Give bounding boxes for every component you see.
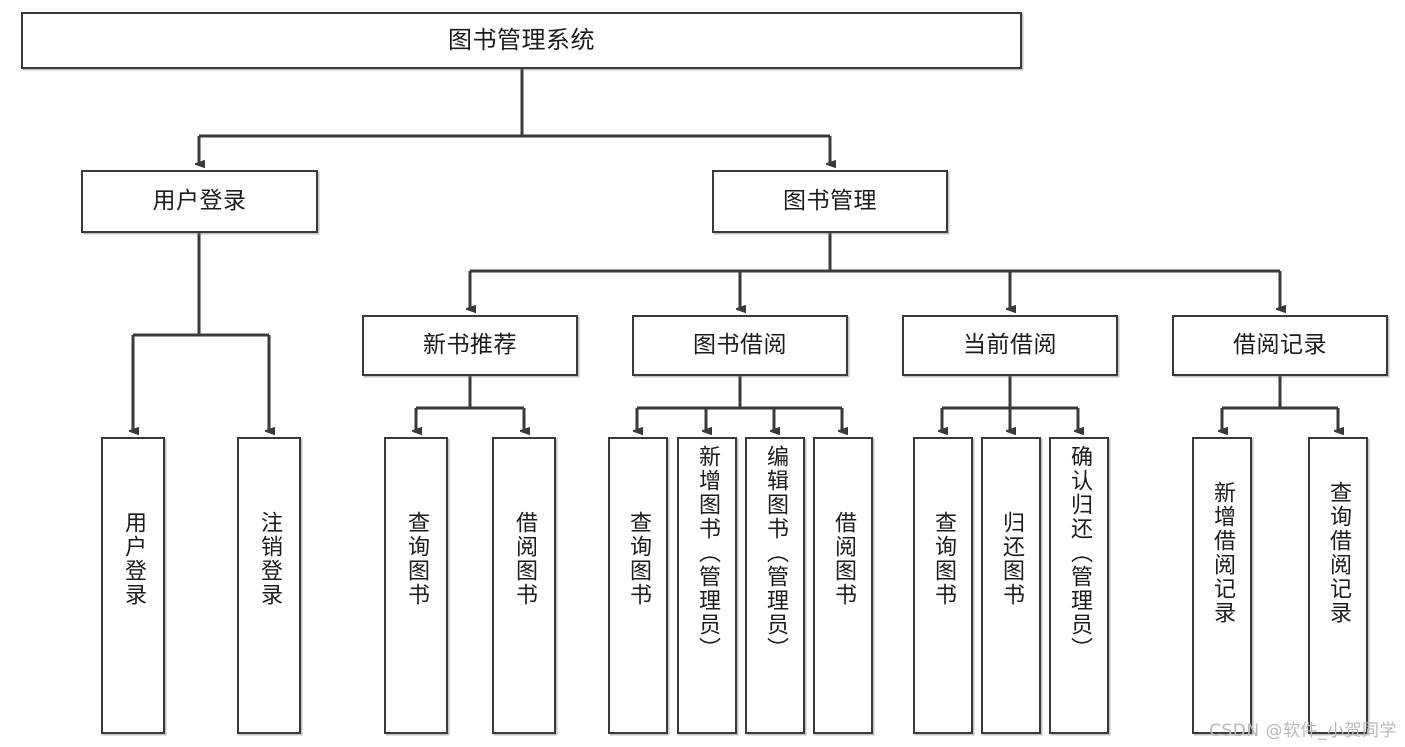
node-user-login-label: 用户登录 [152, 187, 247, 214]
node-root[interactable]: 图书管理系统 [21, 12, 1022, 69]
leaf-add-record[interactable]: 新增借阅记录 [1192, 437, 1252, 734]
leaf-query-book-1[interactable]: 查询图书 [384, 437, 448, 734]
csdn-watermark: CSDN @软件_小贺同学 [1209, 721, 1397, 741]
leaf-query-record[interactable]: 查询借阅记录 [1308, 437, 1368, 734]
node-new-book-recommend[interactable]: 新书推荐 [362, 315, 578, 376]
leaf-user-logout[interactable]: 注销登录 [237, 437, 301, 734]
leaf-borrow-book-1-label: 借阅图书 [512, 511, 537, 607]
leaf-add-book[interactable]: 新增图书（管理员） [677, 437, 737, 734]
leaf-borrow-book-2-label: 借阅图书 [831, 511, 856, 607]
leaf-query-book-2-label: 查询图书 [626, 511, 651, 607]
leaf-query-book-1-label: 查询图书 [404, 511, 429, 607]
leaf-confirm-return-label: 确认归还（管理员） [1067, 445, 1092, 661]
node-borrow-record-label: 借阅记录 [1233, 331, 1327, 358]
leaf-query-book-3[interactable]: 查询图书 [913, 437, 973, 734]
node-book-manage-label: 图书管理 [783, 187, 877, 214]
node-new-book-recommend-label: 新书推荐 [423, 331, 517, 358]
leaf-add-book-label: 新增图书（管理员） [695, 445, 720, 661]
leaf-user-login-label: 用户登录 [121, 511, 146, 607]
node-book-manage[interactable]: 图书管理 [712, 170, 948, 233]
leaf-user-login[interactable]: 用户登录 [101, 437, 165, 734]
leaf-query-book-3-label: 查询图书 [931, 511, 956, 607]
leaf-query-book-2[interactable]: 查询图书 [608, 437, 668, 734]
leaf-borrow-book-2[interactable]: 借阅图书 [813, 437, 873, 734]
node-user-login[interactable]: 用户登录 [81, 170, 318, 233]
node-root-label: 图书管理系统 [448, 26, 595, 55]
leaf-confirm-return[interactable]: 确认归还（管理员） [1049, 437, 1109, 734]
leaf-add-record-label: 新增借阅记录 [1210, 481, 1235, 625]
leaf-borrow-book-1[interactable]: 借阅图书 [492, 437, 556, 734]
node-book-borrow-label: 图书借阅 [693, 331, 787, 358]
leaf-edit-book-label: 编辑图书（管理员） [763, 445, 788, 661]
node-current-borrow[interactable]: 当前借阅 [902, 315, 1118, 376]
node-book-borrow[interactable]: 图书借阅 [632, 315, 848, 376]
leaf-return-book-label: 归还图书 [999, 511, 1024, 607]
leaf-query-record-label: 查询借阅记录 [1326, 481, 1351, 625]
leaf-return-book[interactable]: 归还图书 [981, 437, 1041, 734]
node-borrow-record[interactable]: 借阅记录 [1172, 315, 1388, 376]
node-current-borrow-label: 当前借阅 [963, 331, 1057, 358]
leaf-user-logout-label: 注销登录 [257, 511, 282, 607]
leaf-edit-book[interactable]: 编辑图书（管理员） [745, 437, 805, 734]
